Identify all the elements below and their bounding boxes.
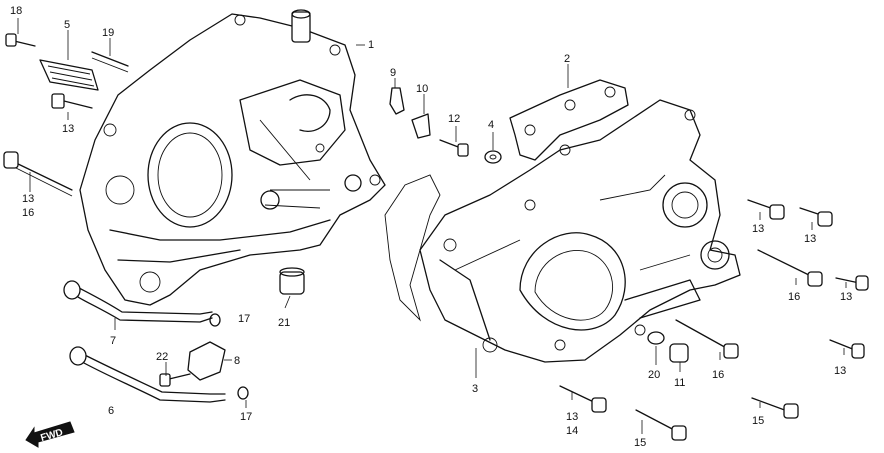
callout-16-left: 16 (22, 207, 34, 219)
callout-13-left-top: 13 (62, 123, 74, 135)
callout-3: 3 (472, 383, 478, 395)
callout-22: 22 (156, 351, 168, 363)
wire-clip (389, 87, 405, 115)
callout-11: 11 (674, 377, 685, 389)
left-crankcase-half (79, 9, 386, 306)
callout-15-right: 15 (752, 415, 764, 427)
callout-8: 8 (234, 355, 240, 367)
callout-13-left-long: 13 (22, 193, 34, 205)
washer (484, 150, 502, 164)
callout-19: 19 (102, 27, 114, 39)
callout-17-bottom: 17 (240, 411, 252, 423)
breather-plate (39, 59, 99, 91)
callout-16-right-1: 16 (788, 291, 800, 303)
callout-10: 10 (416, 83, 428, 95)
cable-clamp (411, 113, 431, 139)
callout-6: 6 (108, 405, 114, 417)
bolts (3, 33, 869, 441)
callout-labels: 18 5 19 13 13 16 1 9 10 12 4 2 17 21 7 2… (10, 5, 852, 449)
right-crankcase-half (419, 99, 741, 363)
callout-16-right-2: 16 (712, 369, 724, 381)
callout-1: 1 (368, 39, 374, 51)
callout-13-bottom: 13 (566, 411, 578, 423)
dowel-pin (279, 267, 305, 295)
forward-direction-indicator: FWD (25, 421, 75, 448)
engine-bracket (509, 79, 629, 161)
stopper-plate (187, 341, 226, 381)
callout-13-right-1: 13 (752, 223, 764, 235)
callout-21: 21 (278, 317, 290, 329)
callout-5: 5 (64, 19, 70, 31)
callout-15-bottom: 15 (634, 437, 646, 449)
callout-2: 2 (564, 53, 570, 65)
leader-lines (17, 18, 847, 434)
crankcase-gasket (384, 174, 441, 322)
callout-9: 9 (390, 67, 396, 79)
callout-12: 12 (448, 113, 460, 125)
callout-13-right-3: 13 (840, 291, 852, 303)
callout-13-right-2: 13 (804, 233, 816, 245)
callout-4: 4 (488, 119, 494, 131)
fwd-arrow-icon (25, 421, 75, 448)
callout-17-top: 17 (238, 313, 250, 325)
callout-7: 7 (110, 335, 116, 347)
callout-18: 18 (10, 5, 22, 17)
callout-13-right-4: 13 (834, 365, 846, 377)
callout-14: 14 (566, 425, 578, 437)
callout-20: 20 (648, 369, 660, 381)
